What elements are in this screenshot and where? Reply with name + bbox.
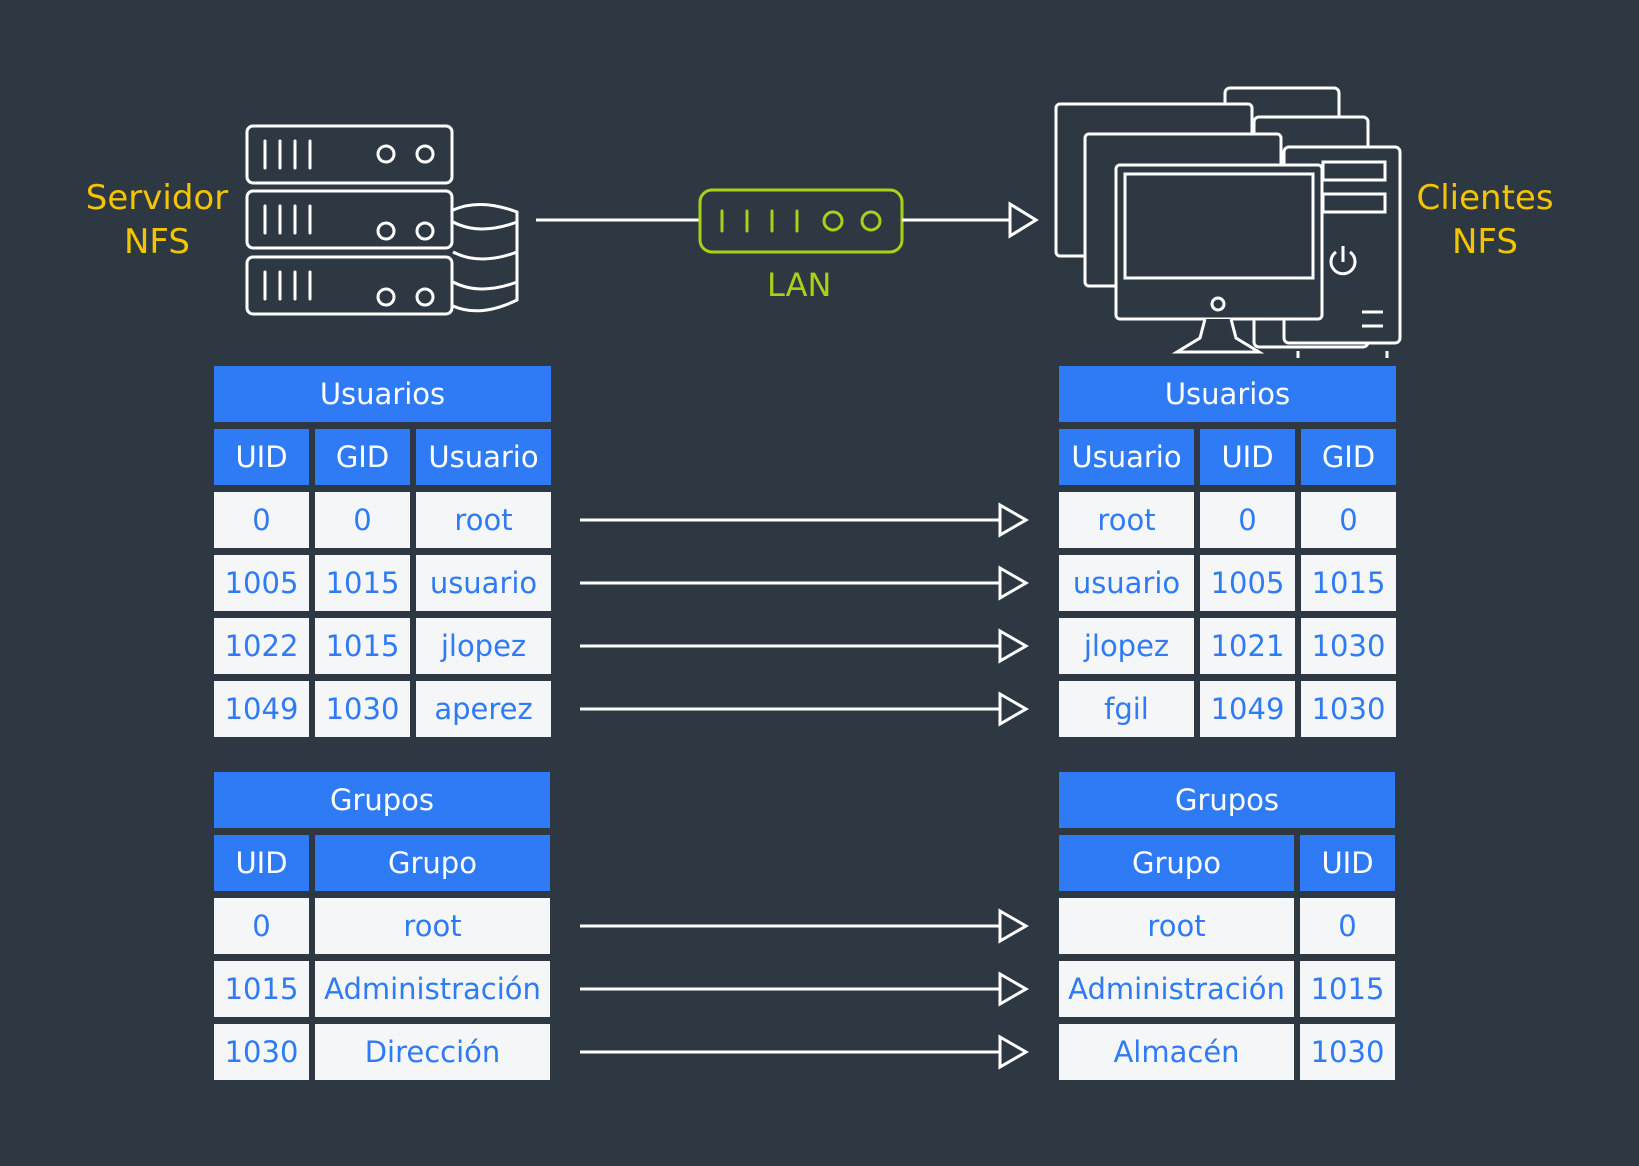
server-users-cell: 1015 <box>315 555 410 611</box>
server-groups-header: UID <box>214 835 309 891</box>
client-groups-cell: root <box>1059 898 1294 954</box>
server-label: Servidor NFS <box>78 176 236 264</box>
group-mapping-arrow-head <box>998 971 1030 1007</box>
server-label-line2: NFS <box>124 222 190 262</box>
server-groups-title: Grupos <box>214 772 550 828</box>
client-groups-header: Grupo <box>1059 835 1294 891</box>
client-users-header: UID <box>1200 429 1295 485</box>
arrow-head-clients <box>1008 201 1039 239</box>
server-users-cell: 1030 <box>315 681 410 737</box>
client-groups-cell: Almacén <box>1059 1024 1294 1080</box>
server-users-title: Usuarios <box>214 366 551 422</box>
user-mapping-arrow-head <box>998 691 1030 727</box>
clients-label: Clientes NFS <box>1406 176 1564 264</box>
database-icon <box>452 202 519 313</box>
server-groups-cell: root <box>315 898 550 954</box>
client-users-cell: fgil <box>1059 681 1194 737</box>
clients-label-line1: Clientes <box>1416 178 1554 218</box>
server-users-cell: usuario <box>416 555 551 611</box>
client-users-cell: 0 <box>1301 492 1396 548</box>
server-users-cell: 1049 <box>214 681 309 737</box>
server-users-cell: 1015 <box>315 618 410 674</box>
server-users-cell: 1022 <box>214 618 309 674</box>
client-groups-cell: Administración <box>1059 961 1294 1017</box>
server-groups-cell: Dirección <box>315 1024 550 1080</box>
clients-label-line2: NFS <box>1452 222 1518 262</box>
client-users-cell: 1015 <box>1301 555 1396 611</box>
client-groups-cell: 0 <box>1300 898 1395 954</box>
user-mapping-arrow-head <box>998 628 1030 664</box>
group-mapping-arrow-head <box>998 908 1030 944</box>
user-mapping-arrow-head <box>998 565 1030 601</box>
client-users-title: Usuarios <box>1059 366 1396 422</box>
client-users-header: Usuario <box>1059 429 1194 485</box>
server-users-cell: 0 <box>214 492 309 548</box>
server-users-cell: root <box>416 492 551 548</box>
server-users-cell: aperez <box>416 681 551 737</box>
client-groups-cell: 1015 <box>1300 961 1395 1017</box>
group-mapping-arrow-head <box>998 1034 1030 1070</box>
client-users-cell: 1030 <box>1301 681 1396 737</box>
user-mapping-arrow-head <box>998 502 1030 538</box>
server-groups-header: Grupo <box>315 835 550 891</box>
client-groups-header: UID <box>1300 835 1395 891</box>
client-users-header: GID <box>1301 429 1396 485</box>
server-users-header: Usuario <box>416 429 551 485</box>
client-users-cell: 1005 <box>1200 555 1295 611</box>
client-users-cell: root <box>1059 492 1194 548</box>
server-groups-cell: Administración <box>315 961 550 1017</box>
server-groups-cell: 0 <box>214 898 309 954</box>
client-users-cell: jlopez <box>1059 618 1194 674</box>
server-rack-icon <box>245 124 454 316</box>
client-users-cell: 1030 <box>1301 618 1396 674</box>
client-users-cell: 1049 <box>1200 681 1295 737</box>
desktop-computers-icon <box>1054 86 1402 358</box>
server-groups-cell: 1015 <box>214 961 309 1017</box>
lan-label: LAN <box>767 266 832 304</box>
server-users-cell: 1005 <box>214 555 309 611</box>
server-users-header: GID <box>315 429 410 485</box>
client-users-cell: usuario <box>1059 555 1194 611</box>
server-users-cell: jlopez <box>416 618 551 674</box>
client-groups-cell: 1030 <box>1300 1024 1395 1080</box>
server-groups-cell: 1030 <box>214 1024 309 1080</box>
client-users-cell: 1021 <box>1200 618 1295 674</box>
server-users-header: UID <box>214 429 309 485</box>
server-users-cell: 0 <box>315 492 410 548</box>
network-switch-icon <box>698 188 904 254</box>
client-groups-title: Grupos <box>1059 772 1395 828</box>
server-label-line1: Servidor <box>85 178 229 218</box>
client-users-cell: 0 <box>1200 492 1295 548</box>
